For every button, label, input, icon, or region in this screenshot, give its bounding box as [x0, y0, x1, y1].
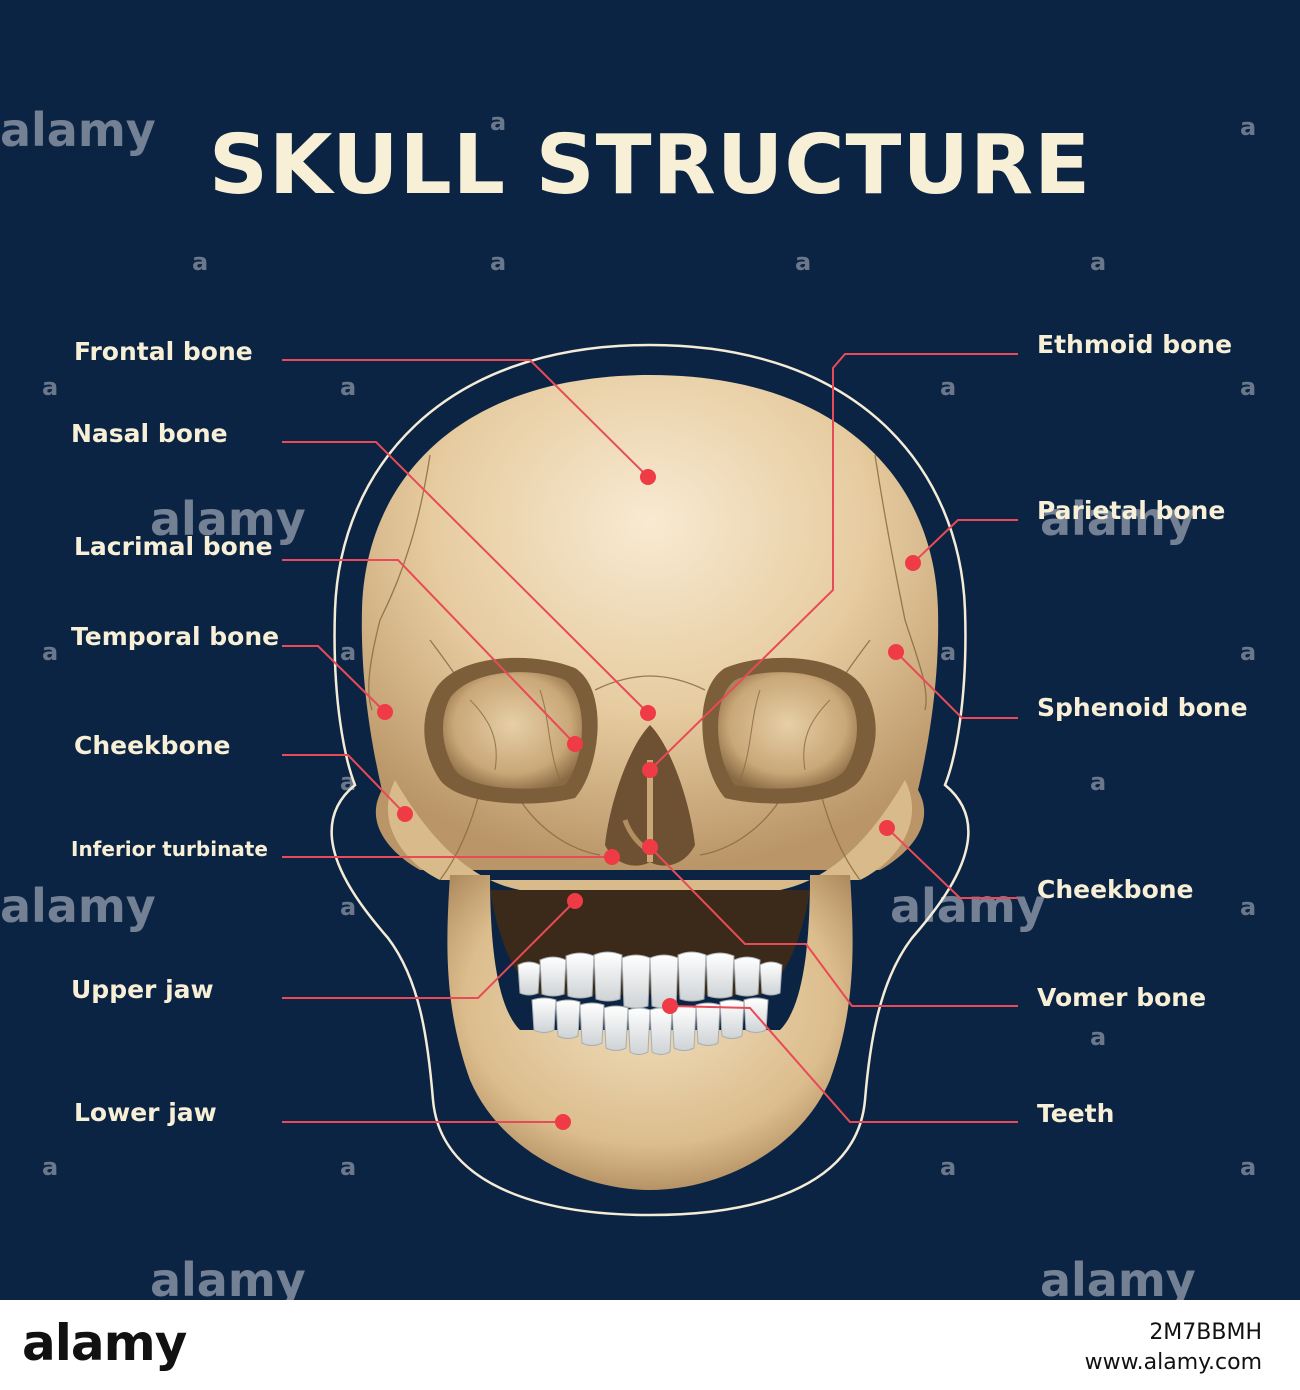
- label-cheekbone-left: Cheekbone: [74, 731, 231, 760]
- marker-vomer-bone: [642, 839, 658, 855]
- marker-lacrimal-bone: [567, 736, 583, 752]
- svg-text:a: a: [795, 248, 811, 276]
- watermark-text: alamy: [0, 879, 156, 933]
- eye-sockets: [424, 657, 876, 804]
- leader-frontal-bone: [282, 359, 649, 478]
- marker-lower-jaw: [555, 1114, 571, 1130]
- svg-text:a: a: [1240, 893, 1256, 921]
- label-inferior-turbinate: Inferior turbinate: [71, 837, 268, 861]
- leader-teeth: [669, 1005, 1018, 1123]
- marker-inferior-turbinate: [604, 849, 620, 865]
- label-frontal-bone: Frontal bone: [74, 337, 253, 366]
- svg-text:a: a: [940, 373, 956, 401]
- watermark-text: alamy: [150, 1253, 306, 1300]
- marker-frontal-bone: [640, 469, 656, 485]
- label-nasal-bone: Nasal bone: [71, 419, 228, 448]
- leader-lacrimal-bone: [282, 559, 576, 745]
- lower-jaw: [447, 875, 853, 1190]
- label-parietal-bone: Parietal bone: [1037, 496, 1226, 525]
- label-upper-jaw: Upper jaw: [71, 975, 214, 1004]
- watermark-text: alamy: [1040, 492, 1196, 546]
- svg-text:a: a: [192, 248, 208, 276]
- svg-text:a: a: [42, 638, 58, 666]
- label-lower-jaw: Lower jaw: [74, 1098, 217, 1127]
- svg-text:a: a: [42, 1153, 58, 1181]
- svg-text:a: a: [1240, 373, 1256, 401]
- svg-text:a: a: [340, 638, 356, 666]
- leader-nasal-bone: [282, 441, 649, 714]
- label-vomer-bone: Vomer bone: [1037, 983, 1207, 1012]
- svg-text:a: a: [340, 893, 356, 921]
- watermark-layer: alamy alamy alamy alamy alamy alamy alam…: [0, 103, 1256, 1300]
- watermark-text: alamy: [1040, 1253, 1196, 1300]
- marker-ethmoid-bone: [642, 762, 658, 778]
- label-cheekbone-right: Cheekbone: [1037, 875, 1194, 904]
- svg-text:a: a: [1240, 1153, 1256, 1181]
- label-lacrimal-bone: Lacrimal bone: [74, 532, 273, 561]
- marker-teeth: [662, 998, 678, 1014]
- marker-parietal-bone: [905, 555, 921, 571]
- watermark-text: alamy: [150, 492, 306, 546]
- label-temporal-bone: Temporal bone: [71, 622, 280, 651]
- skull-outline: [330, 343, 970, 1217]
- diagram-panel: alamy alamy alamy alamy alamy alamy alam…: [0, 0, 1300, 1300]
- leader-cheekbone-right: [886, 827, 1018, 899]
- watermark-text: alamy: [0, 103, 156, 157]
- footer-logo[interactable]: alamy: [22, 1314, 187, 1372]
- footer-bar: alamy 2M7BBMH www.alamy.com: [0, 1300, 1300, 1390]
- svg-text:a: a: [1090, 768, 1106, 796]
- leader-lines: [282, 353, 1018, 1123]
- svg-text:a: a: [340, 1153, 356, 1181]
- svg-text:a: a: [1240, 638, 1256, 666]
- svg-text:a: a: [1090, 1023, 1106, 1051]
- svg-text:a: a: [1090, 248, 1106, 276]
- leader-vomer-bone: [649, 846, 1018, 1007]
- svg-text:a: a: [1240, 113, 1256, 141]
- label-ethmoid-bone: Ethmoid bone: [1037, 330, 1233, 359]
- svg-text:a: a: [42, 373, 58, 401]
- leader-ethmoid-bone: [649, 353, 1018, 771]
- site-url[interactable]: www.alamy.com: [1084, 1350, 1262, 1375]
- leader-parietal-bone: [912, 519, 1018, 564]
- marker-cheekbone-right: [879, 820, 895, 836]
- svg-text:a: a: [490, 248, 506, 276]
- svg-text:a: a: [340, 373, 356, 401]
- leader-upper-jaw: [282, 900, 576, 999]
- watermark-text: alamy: [890, 879, 1046, 933]
- leader-cheekbone-left: [282, 754, 406, 815]
- svg-text:a: a: [490, 108, 506, 136]
- leader-temporal-bone: [282, 645, 386, 713]
- label-sphenoid-bone: Sphenoid bone: [1037, 693, 1248, 722]
- marker-nasal-bone: [640, 705, 656, 721]
- marker-upper-jaw: [567, 893, 583, 909]
- markers: [377, 469, 921, 1130]
- image-id: 2M7BBMH: [1149, 1320, 1262, 1345]
- footer-image-info: 2M7BBMH www.alamy.com: [1085, 1318, 1262, 1378]
- leader-sphenoid-bone: [895, 651, 1018, 719]
- marker-temporal-bone: [377, 704, 393, 720]
- svg-text:a: a: [940, 638, 956, 666]
- marker-cheekbone-left: [397, 806, 413, 822]
- skull-illustration: alamy alamy alamy alamy alamy alamy alam…: [0, 103, 1256, 1300]
- page-title: SKULL STRUCTURE: [208, 118, 1092, 213]
- marker-sphenoid-bone: [888, 644, 904, 660]
- svg-text:a: a: [940, 1153, 956, 1181]
- label-teeth: Teeth: [1037, 1099, 1115, 1128]
